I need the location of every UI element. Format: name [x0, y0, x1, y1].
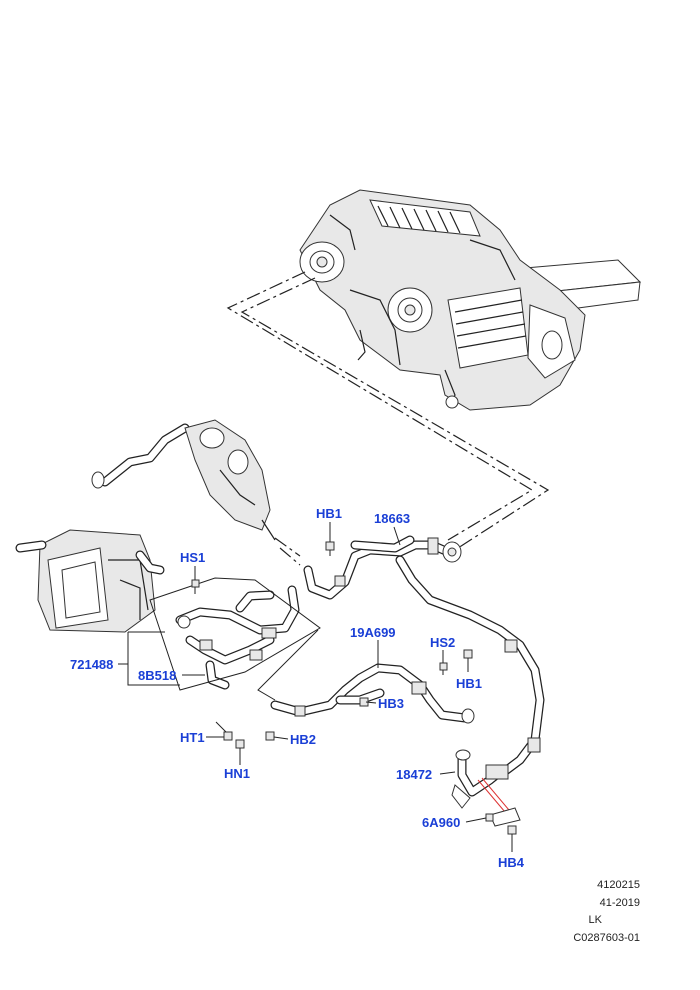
- callout-hb3: HB3: [378, 696, 404, 711]
- meta-code: 4120215: [597, 879, 640, 891]
- callout-18472: 18472: [396, 767, 432, 782]
- callout-hb1-right: HB1: [456, 676, 482, 691]
- callout-hs2: HS2: [430, 635, 455, 650]
- callout-8b518: 8B518: [138, 668, 176, 683]
- callout-18663: 18663: [374, 511, 410, 526]
- callout-ht1: HT1: [180, 730, 205, 745]
- hose-assembly-8b518: [149, 577, 321, 691]
- callout-hs1: HS1: [180, 550, 205, 565]
- meta-region: LK: [588, 914, 602, 926]
- fasteners: [191, 541, 517, 835]
- callout-hn1: HN1: [224, 766, 250, 781]
- meta-section: 41-2019: [599, 897, 640, 909]
- bolt-hb2-icon: [265, 731, 275, 741]
- callout-721488: 721488: [70, 657, 113, 672]
- callout-19a699: 19A699: [350, 625, 396, 640]
- screw-hs2-icon: [439, 662, 448, 675]
- callout-6a960: 6A960: [422, 815, 460, 830]
- leader-lines: [118, 522, 513, 852]
- bolt-hb4-icon: [507, 825, 517, 835]
- hose-to-18472: [395, 555, 545, 780]
- meta-figure: C0287603-01: [573, 932, 640, 944]
- connection-lines: [226, 271, 550, 566]
- screw-hs1-icon: [191, 579, 200, 594]
- heater-unit-illustration: [15, 529, 165, 633]
- bolt-hb1-right-icon: [463, 649, 473, 659]
- hvac-unit-illustration: [299, 189, 642, 411]
- callout-hb1-top: HB1: [316, 506, 342, 521]
- callout-hb4: HB4: [498, 855, 525, 870]
- stud-ht1-icon: [215, 721, 233, 741]
- nut-hn1-icon: [235, 739, 245, 749]
- callout-hb2: HB2: [290, 732, 316, 747]
- hose-18663: [303, 535, 462, 600]
- valve-18472: [451, 749, 521, 827]
- bolt-6a960-icon: [485, 813, 494, 822]
- bolt-hb1-top-icon: [325, 541, 335, 556]
- coolant-pump-illustration: [91, 419, 276, 541]
- callout-labels: HB1 18663 HS1 19A699 HS2 HB1 721488 8B51…: [70, 506, 525, 870]
